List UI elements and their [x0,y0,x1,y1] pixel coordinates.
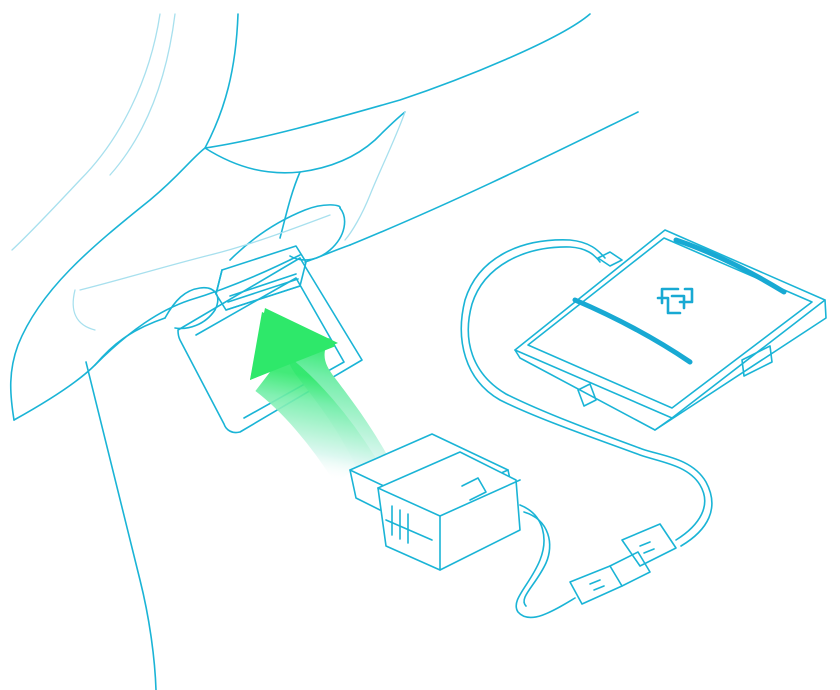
obd-plug-connector [349,433,576,619]
hub-device-accent-stripes [572,237,787,365]
linked-squares-icon [656,287,694,315]
dashboard-contour-lines [11,13,406,331]
hub-device [514,229,827,431]
insert-arrow-icon [250,308,395,483]
cable-splice-connector [460,239,713,605]
